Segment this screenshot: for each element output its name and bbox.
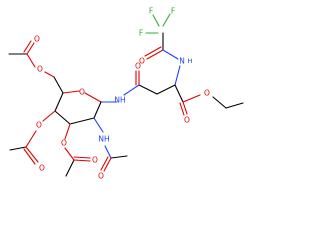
atom-f-2: F: [171, 7, 175, 16]
atom-o6-carbonyl: O: [34, 35, 40, 44]
bond-c5-c4: [54, 92, 64, 112]
bond-c5-c6: [53, 76, 64, 94]
bond-c3-c2: [69, 117, 95, 125]
bond-ac2-co-2: [100, 156, 109, 171]
atom-n-tfa: N: [179, 57, 185, 66]
atom-o3: O: [61, 139, 67, 148]
bond-o6-ac: [26, 53, 36, 68]
atom-o4-carbonyl: O: [39, 164, 45, 173]
bond-c4-c3: [54, 110, 71, 125]
bond-ester-o: [182, 94, 201, 103]
bond-c4-o4: [42, 110, 56, 122]
bond-c2-c1: [93, 101, 102, 119]
bond-n2-ac: [104, 145, 112, 159]
molecule-diagram: F F F O N H O O O NH O O O O O O O NH O: [8, 6, 244, 181]
bond-f2: [162, 13, 171, 27]
bond-ac3-co: [73, 159, 91, 162]
bond-c2-n2: [93, 117, 104, 133]
atom-o-acetamido: O: [98, 172, 104, 181]
bond-ac2-ch3: [110, 155, 128, 159]
atom-o-amide: O: [135, 62, 141, 71]
bond-ac3-ch3: [65, 159, 75, 177]
bond-ca-cb: [156, 84, 176, 95]
structure-svg: F F F O N H O O O NH O O O O O O O NH O: [8, 7, 244, 181]
bond-ac4-co-2: [23, 148, 36, 165]
atom-o3-carbonyl: O: [92, 156, 98, 165]
bond-o5-c5: [62, 90, 80, 94]
bond-ac2-co: [103, 157, 112, 172]
bond-o3-ac: [64, 147, 75, 161]
atom-f-3: F: [139, 29, 143, 38]
atom-o4: O: [36, 121, 42, 130]
atom-o-ring: O: [79, 88, 85, 97]
bond-ac6-co: [26, 42, 35, 55]
atom-nh-glycosyl: NH: [114, 96, 125, 105]
bond-nh-ca: [174, 65, 181, 86]
atom-o-tfa: O: [139, 57, 145, 66]
bond-c3-o3: [64, 123, 71, 140]
bond-ac4-ch3: [9, 146, 27, 151]
atom-o-ester: O: [204, 89, 210, 98]
bond-c-nh-tfa: [162, 49, 179, 60]
bond-ch2-ch3: [225, 102, 244, 109]
atom-o6: O: [37, 65, 43, 74]
atom-o-ester-carbonyl: O: [184, 116, 190, 125]
atom-h-tfa: H: [188, 57, 193, 65]
bond-ac3-co-2: [73, 156, 91, 159]
bond-co-tfa-2: [144, 46, 162, 57]
bond-ac4-co: [25, 146, 39, 163]
bond-ester-co: [182, 101, 188, 115]
bond-c6-o6: [44, 71, 55, 78]
bond-cb-cg: [138, 84, 158, 95]
atom-nh-acetamido: NH: [98, 135, 109, 144]
bond-ca-cooet: [174, 84, 184, 103]
bond-o-ch2: [212, 96, 227, 109]
bond-ester-co-2: [179, 102, 185, 116]
bond-o4-ac: [25, 130, 37, 148]
bond-c1-o5: [84, 92, 102, 103]
atom-f-1: F: [149, 7, 153, 16]
bond-f1: [152, 14, 160, 27]
bond-cg-nh: [123, 84, 140, 96]
bond-ac6-co-2: [23, 40, 32, 53]
bond-co-tfa: [146, 49, 164, 60]
